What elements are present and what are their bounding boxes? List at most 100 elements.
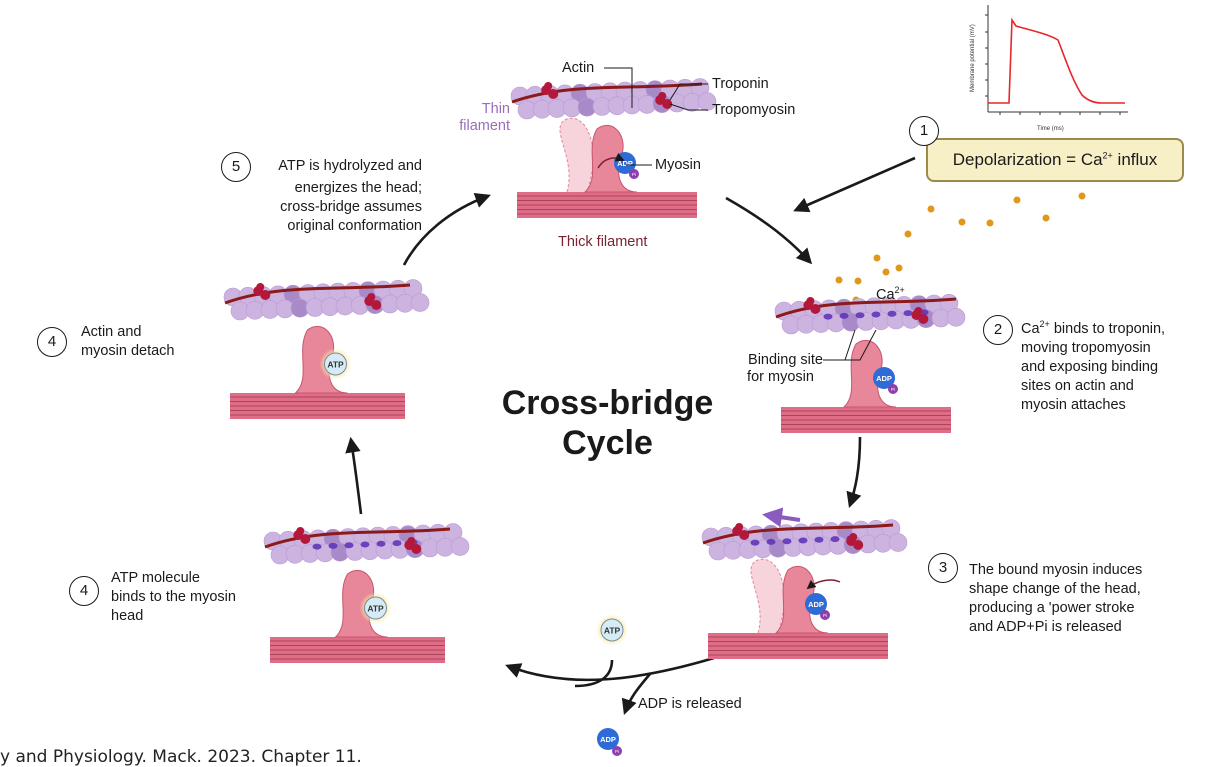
arrow-adp-out bbox=[621, 673, 651, 715]
step-3-line-4: and ADP+Pi is released bbox=[969, 619, 1122, 635]
troponin-bead bbox=[849, 533, 858, 541]
unit-bound: ADP Pi bbox=[774, 293, 966, 433]
step-4-atp-line-3: head bbox=[111, 608, 144, 624]
step-4-atp-line-1: ATP molecule bbox=[111, 570, 200, 586]
thin-filament-label-2: filament bbox=[459, 118, 510, 134]
binding-site bbox=[360, 541, 370, 548]
troponin-bead bbox=[371, 300, 382, 310]
thick-filament-label: Thick filament bbox=[558, 234, 648, 250]
adp-molecule bbox=[873, 367, 895, 389]
binding-site bbox=[798, 537, 808, 544]
troponin-bead bbox=[548, 89, 559, 99]
binding-site bbox=[782, 538, 792, 545]
pi-molecule bbox=[629, 169, 639, 179]
actin-bead bbox=[697, 92, 717, 111]
binding-site bbox=[376, 540, 386, 547]
step-2-line-4: sites on actin and bbox=[1021, 378, 1134, 394]
troponin-bead bbox=[735, 523, 744, 531]
atp-text: ATP bbox=[327, 360, 344, 370]
pi-text: Pi bbox=[632, 172, 636, 177]
pi-text: Pi bbox=[891, 387, 895, 392]
arrow-4-to-detach bbox=[345, 436, 363, 515]
step-2-circle: 2 bbox=[983, 315, 1013, 345]
adp-text: ADP bbox=[617, 159, 633, 168]
binding-site bbox=[344, 542, 354, 549]
tropomyosin-label: Tropomyosin bbox=[712, 102, 796, 118]
tropomyosin-strand bbox=[511, 82, 703, 104]
unit-atp-binds: ATP bbox=[263, 523, 470, 663]
depolarization-sup: 2+ bbox=[1102, 150, 1113, 161]
atp-molecule bbox=[364, 596, 387, 620]
calcium-label: Ca2+ bbox=[876, 285, 905, 303]
graph-x-label: Time (ms) bbox=[1037, 126, 1064, 132]
x-axis-ticks bbox=[999, 112, 1121, 115]
myosin-head bbox=[842, 339, 897, 408]
thin-filament-label-1: Thin bbox=[481, 101, 510, 117]
actin-label: Actin bbox=[562, 60, 595, 76]
action-potential-trace bbox=[988, 17, 1125, 104]
arrow-3-to-4 bbox=[505, 656, 715, 682]
tropomyosin-strand bbox=[775, 297, 957, 319]
step-4-detach-line-2: myosin detach bbox=[81, 343, 175, 359]
troponin-bead bbox=[411, 544, 422, 554]
arrow-depol-to-cycle bbox=[793, 156, 916, 213]
troponin-bead bbox=[300, 534, 311, 544]
myosin-head-ghost bbox=[750, 558, 785, 634]
released-adp-molecule: ADP Pi bbox=[597, 728, 622, 756]
myosin-head-ghost bbox=[559, 117, 594, 193]
binding-site bbox=[871, 311, 881, 318]
troponin-bead bbox=[918, 314, 929, 324]
arrow-2-to-3 bbox=[846, 436, 862, 508]
step-3-line-3: producing a 'power stroke bbox=[969, 600, 1135, 616]
binding-site bbox=[392, 540, 402, 547]
actin-bead bbox=[946, 307, 966, 327]
power-stroke-direction-arrow bbox=[762, 507, 801, 528]
step-2-line-2: moving tropomyosin bbox=[1021, 340, 1151, 356]
binding-site bbox=[839, 312, 849, 319]
troponin-bead bbox=[662, 99, 673, 109]
actin-bead bbox=[410, 293, 430, 312]
step-4-detach-circle: 4 bbox=[37, 327, 67, 357]
step-2-line-3: and exposing binding bbox=[1021, 359, 1159, 375]
binding-site bbox=[830, 536, 840, 543]
step-4-atp-circle: 4 bbox=[69, 576, 99, 606]
y-axis-ticks bbox=[985, 14, 988, 97]
troponin-bead bbox=[853, 540, 864, 550]
power-stroke-head-arrow bbox=[806, 579, 841, 590]
svg-text:Pi: Pi bbox=[615, 749, 619, 754]
myosin-head bbox=[774, 565, 829, 634]
troponin-bead bbox=[407, 537, 416, 545]
depolarization-text-after: influx bbox=[1112, 150, 1158, 169]
troponin-bead bbox=[658, 92, 667, 100]
troponin-bead bbox=[914, 307, 923, 315]
binding-site bbox=[823, 313, 833, 320]
cycle-arrows bbox=[345, 156, 916, 715]
myosin-label: Myosin bbox=[655, 157, 701, 173]
troponin-label: Troponin bbox=[712, 76, 769, 92]
troponin-bead bbox=[806, 297, 815, 305]
binding-site bbox=[312, 543, 322, 550]
atp-text: ATP bbox=[367, 604, 384, 614]
pi-text: Pi bbox=[823, 613, 827, 618]
adp-text: ADP bbox=[876, 374, 892, 383]
binding-site bbox=[766, 538, 776, 545]
action-potential-graph: Membrane potential (mV) Time (ms) bbox=[970, 5, 1128, 132]
step-3-circle: 3 bbox=[928, 553, 958, 583]
cycle-title: Cross-bridge Cycle bbox=[501, 384, 714, 462]
step-3-line-2: shape change of the head, bbox=[969, 581, 1141, 597]
svg-text:ADP: ADP bbox=[600, 735, 616, 744]
arrow-5-to-top bbox=[402, 192, 491, 266]
binding-site-label-2: for myosin bbox=[747, 369, 814, 385]
pi-molecule bbox=[888, 384, 898, 394]
citation-footer: y and Physiology. Mack. 2023. Chapter 11… bbox=[0, 747, 362, 767]
step-3-line-1: The bound myosin induces bbox=[969, 562, 1143, 578]
binding-site bbox=[855, 312, 865, 319]
top-leader-lines bbox=[604, 67, 708, 166]
step-5-line-2: energizes the head; bbox=[294, 180, 422, 196]
depolarization-box: Depolarization = Ca2+ influx bbox=[926, 138, 1184, 182]
step-2-line-5: myosin attaches bbox=[1021, 397, 1126, 413]
tropomyosin-strand bbox=[702, 523, 894, 545]
troponin-bead bbox=[367, 293, 376, 301]
